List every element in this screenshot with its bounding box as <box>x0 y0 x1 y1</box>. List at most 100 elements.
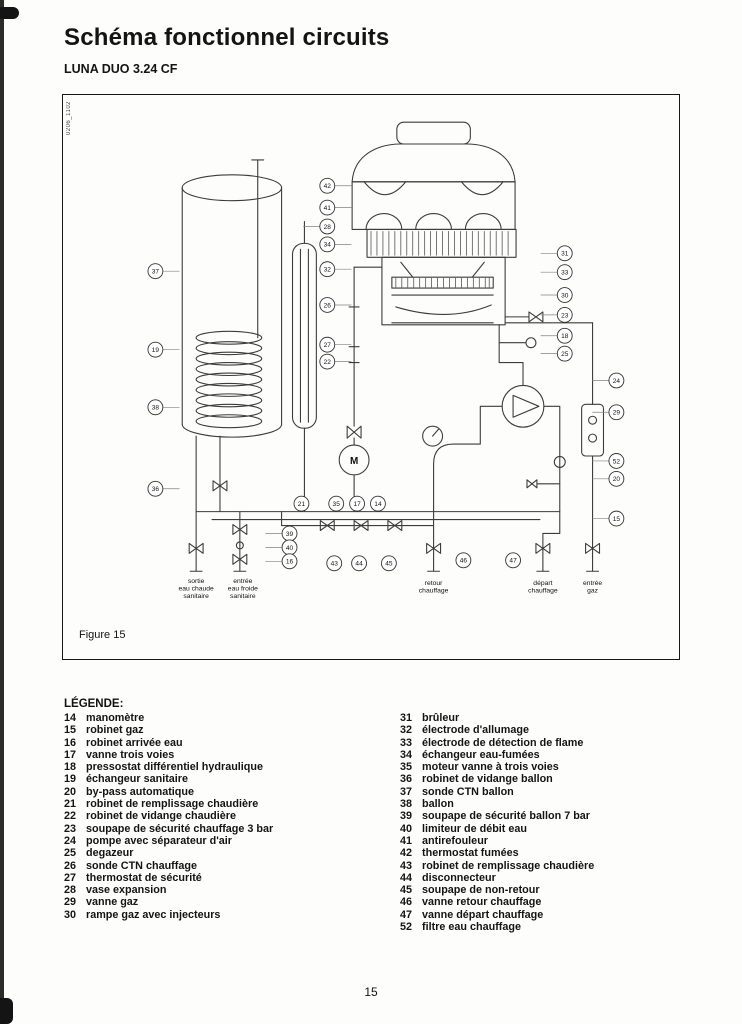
legend-item-label: robinet de remplissage chaudière <box>86 798 259 811</box>
callout-22: 22 <box>319 353 352 370</box>
callout-40: 40 <box>265 539 298 556</box>
legend-item-label: électrode d'allumage <box>422 724 529 737</box>
legend-item: 36 robinet de vidange ballon <box>400 773 712 785</box>
legend-item-number: 26 <box>64 859 77 872</box>
svg-text:19: 19 <box>152 347 160 354</box>
legend-item-number: 41 <box>400 834 413 847</box>
callout-43: 43 <box>326 555 343 572</box>
boiler-schematic: M <box>147 121 625 600</box>
callout-52: 52 <box>592 453 625 469</box>
svg-text:15: 15 <box>613 516 621 523</box>
legend-item: 52 filtre eau chauffage <box>400 921 712 933</box>
callout-34: 34 <box>319 236 352 253</box>
combustion-chamber <box>381 256 506 326</box>
svg-text:21: 21 <box>298 501 306 508</box>
callout-16: 16 <box>265 553 298 570</box>
legend-item-number: 14 <box>64 712 77 724</box>
svg-text:25: 25 <box>561 351 569 358</box>
legend-item-label: ballon <box>422 798 454 811</box>
legend-item-number: 32 <box>400 724 413 737</box>
legend-item-number: 28 <box>64 884 77 897</box>
legend-item-number: 33 <box>400 736 413 749</box>
svg-text:32: 32 <box>324 267 332 274</box>
gas-valve <box>581 403 605 457</box>
valves <box>188 479 601 565</box>
svg-text:45: 45 <box>385 561 393 568</box>
legend-heading: LÉGENDE: <box>64 698 124 710</box>
legend-item-label: disconnecteur <box>422 871 496 884</box>
svg-text:36: 36 <box>152 486 160 493</box>
legend-item-number: 24 <box>64 834 77 847</box>
callout-24: 24 <box>592 372 625 389</box>
scan-mark-top <box>0 7 19 19</box>
svg-text:40: 40 <box>286 545 294 552</box>
callout-18: 18 <box>540 327 573 344</box>
legend-item-number: 45 <box>400 884 413 897</box>
legend-item-number: 23 <box>64 822 77 835</box>
callout-26: 26 <box>319 297 352 313</box>
legend-item-label: pressostat différentiel hydraulique <box>86 761 263 774</box>
legend-item-number: 37 <box>400 785 413 798</box>
svg-text:23: 23 <box>561 312 569 319</box>
three-way-valve-motor: M <box>338 425 370 476</box>
callout-47: 47 <box>505 552 521 569</box>
legend-item-label: robinet gaz <box>86 724 144 737</box>
legend-item-label: soupape de non-retour <box>422 884 540 897</box>
legend-item-label: vanne retour chauffage <box>422 896 542 909</box>
svg-text:38: 38 <box>152 405 160 412</box>
callout-19: 19 <box>147 341 180 358</box>
legend-item-label: vanne gaz <box>86 896 139 909</box>
legend-item-label: soupape de sécurité ballon 7 bar <box>422 810 591 823</box>
legend-item-number: 19 <box>64 773 77 786</box>
legend-item-label: robinet de remplissage chaudière <box>422 859 595 872</box>
callout-32: 32 <box>319 261 352 278</box>
legend-item: 38 ballon <box>400 798 712 810</box>
callout-25: 25 <box>540 345 573 362</box>
svg-text:46: 46 <box>460 558 468 565</box>
legend-item-label: robinet de vidange ballon <box>422 773 553 786</box>
callout-46: 46 <box>455 552 472 569</box>
scan-edge-line <box>0 0 4 1024</box>
legend-item-number: 22 <box>64 810 77 823</box>
legend-item-label: antirefouleur <box>422 834 488 847</box>
legend-item-label: manomètre <box>86 712 145 724</box>
legend-item-number: 29 <box>64 896 77 909</box>
callout-44: 44 <box>351 555 367 572</box>
pipes <box>189 266 600 572</box>
legend-item-number: 36 <box>400 773 413 786</box>
svg-text:35: 35 <box>333 501 341 508</box>
safety-valve <box>504 311 544 323</box>
legend-item-label: filtre eau chauffage <box>422 921 521 934</box>
legend-item-number: 44 <box>400 871 413 884</box>
doc-code: 0206_1102 <box>66 101 72 136</box>
legend-item-number: 35 <box>400 761 413 774</box>
legend-item-number: 38 <box>400 798 413 811</box>
legend-item-label: vanne trois voies <box>86 748 175 761</box>
legend-item-label: limiteur de débit eau <box>422 822 527 835</box>
page-number: 15 <box>364 985 378 999</box>
legend-item-number: 34 <box>400 748 413 761</box>
legend-item-number: 43 <box>400 859 413 872</box>
legend-item-label: vanne départ chauffage <box>422 908 544 921</box>
legend-item: 43 robinet de remplissage chaudière <box>400 860 712 872</box>
legend-item-label: thermostat fumées <box>422 847 519 860</box>
svg-text:20: 20 <box>613 476 621 483</box>
legend-item-number: 52 <box>400 921 413 934</box>
callout-35: 35 <box>328 495 345 512</box>
callout-36: 36 <box>147 480 180 497</box>
callout-29: 29 <box>592 404 625 421</box>
